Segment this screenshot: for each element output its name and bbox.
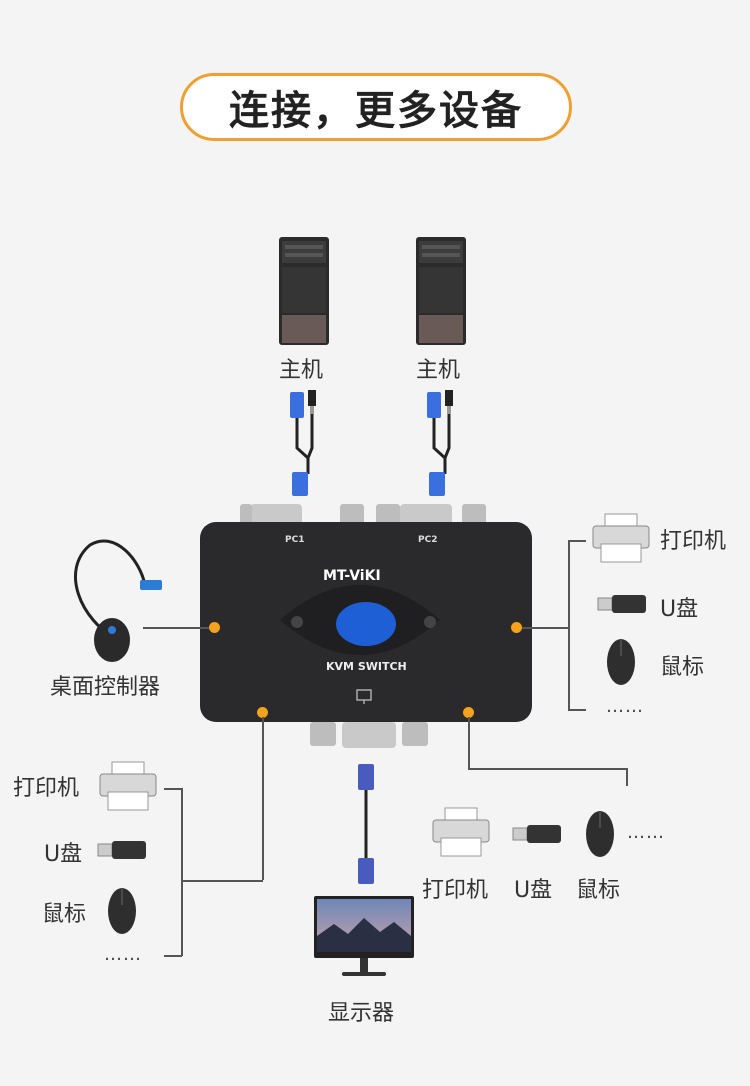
mouse-icon bbox=[607, 639, 635, 685]
connector-line bbox=[181, 880, 263, 882]
desk-controller-label: 桌面控制器 bbox=[50, 675, 161, 700]
mouse-icon bbox=[586, 811, 614, 857]
printer-icon bbox=[99, 761, 157, 811]
mouse-icon bbox=[108, 888, 136, 934]
host-label-1: 主机 bbox=[279, 358, 324, 383]
left-usb-label: U盘 bbox=[44, 842, 83, 867]
bracket-line bbox=[568, 540, 586, 542]
kvm-switch-device bbox=[200, 504, 532, 748]
bottom-usb-label: U盘 bbox=[514, 878, 553, 903]
connection-dot bbox=[511, 622, 522, 633]
usb-drive-icon bbox=[97, 841, 146, 859]
bracket-line bbox=[626, 768, 628, 786]
title-pill: 连接，更多设备 bbox=[180, 73, 572, 141]
bracket-line bbox=[181, 788, 183, 956]
bottom-more-label: …… bbox=[627, 822, 665, 843]
brand-logo: MT-ViKI bbox=[323, 568, 381, 584]
right-mouse-label: 鼠标 bbox=[660, 655, 705, 680]
kvm-cable-icon bbox=[427, 390, 453, 496]
host-label-2: 主机 bbox=[416, 358, 461, 383]
usb-drive-icon bbox=[597, 595, 646, 613]
right-more-label: …… bbox=[606, 696, 644, 717]
port-label-2: PC2 bbox=[418, 535, 438, 545]
connector-line bbox=[262, 717, 264, 880]
desk-controller-icon bbox=[73, 539, 162, 662]
connection-dot bbox=[209, 622, 220, 633]
usb-drive-icon bbox=[512, 825, 561, 843]
right-usb-label: U盘 bbox=[660, 597, 699, 622]
page-title: 连接，更多设备 bbox=[229, 88, 523, 134]
bracket-line bbox=[164, 788, 182, 790]
monitor-icon bbox=[314, 896, 414, 976]
left-printer-label: 打印机 bbox=[13, 776, 80, 801]
pc-tower-icon bbox=[279, 237, 329, 345]
right-printer-label: 打印机 bbox=[660, 529, 727, 554]
model-label: KVM SWITCH bbox=[326, 660, 407, 673]
printer-icon bbox=[592, 513, 650, 563]
connector-line bbox=[143, 627, 209, 629]
left-mouse-label: 鼠标 bbox=[42, 902, 87, 927]
left-more-label: …… bbox=[104, 944, 142, 965]
connector-line bbox=[468, 717, 470, 769]
port-label-1: PC1 bbox=[285, 535, 305, 545]
bracket-line bbox=[568, 709, 586, 711]
bracket-line bbox=[164, 955, 182, 957]
pc-tower-icon bbox=[416, 237, 466, 345]
connection-dot bbox=[463, 707, 474, 718]
connector-line bbox=[468, 768, 626, 770]
connector-line bbox=[522, 627, 568, 629]
connection-dot bbox=[257, 707, 268, 718]
bottom-mouse-label: 鼠标 bbox=[576, 878, 621, 903]
kvm-cable-icon bbox=[290, 390, 316, 496]
monitor-label: 显示器 bbox=[328, 1001, 395, 1026]
bottom-printer-label: 打印机 bbox=[422, 878, 489, 903]
printer-icon bbox=[432, 807, 490, 857]
vga-cable-icon bbox=[358, 764, 374, 884]
bracket-line bbox=[568, 540, 570, 710]
